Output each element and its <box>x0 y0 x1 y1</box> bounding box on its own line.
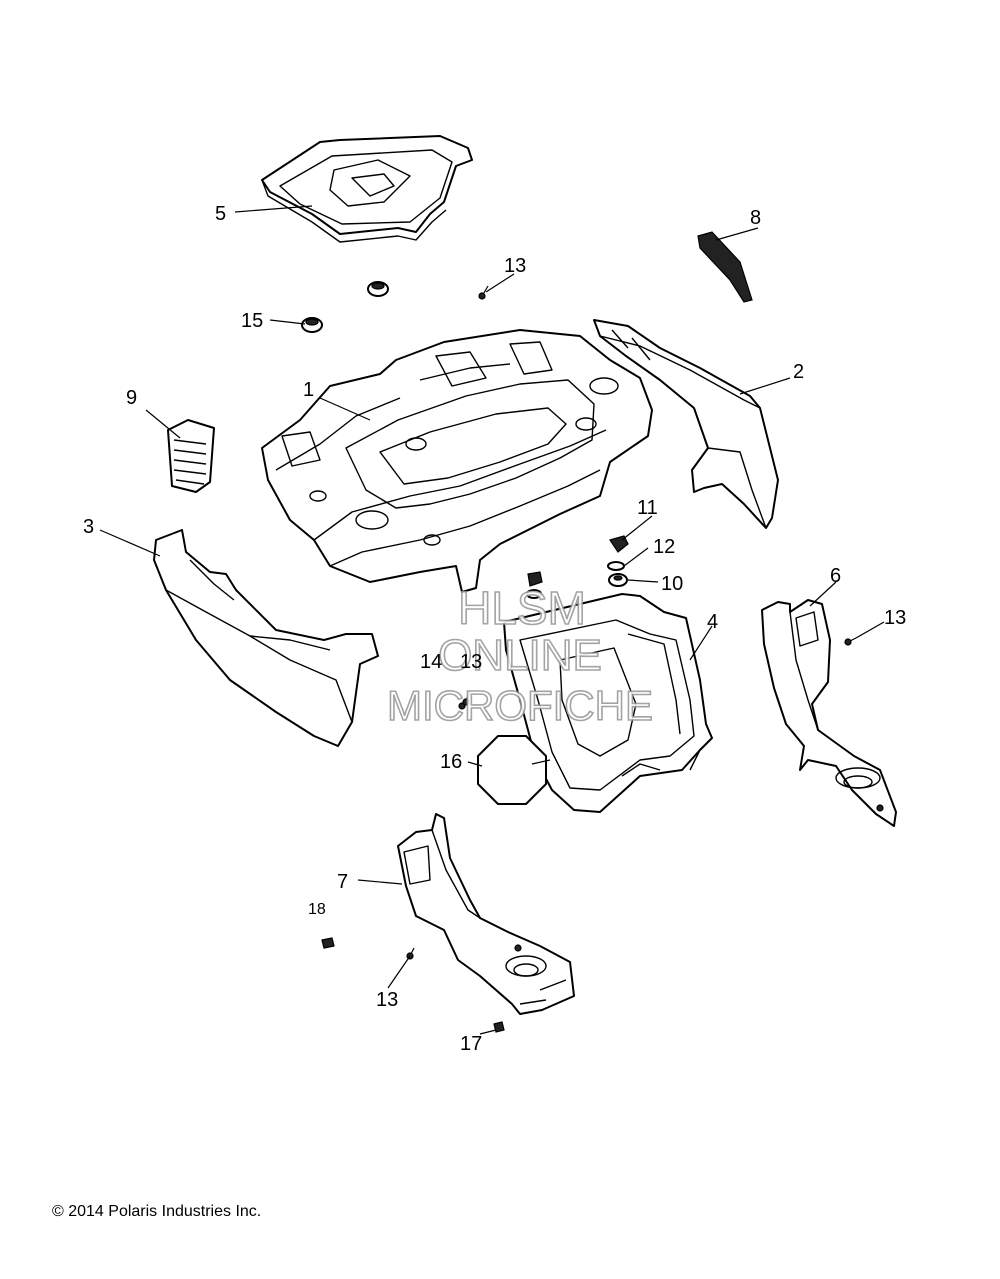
callout-3: 3 <box>83 516 94 538</box>
part-1-storage-box <box>261 329 653 593</box>
callout-8: 8 <box>750 207 761 229</box>
callout-17: 17 <box>460 1033 482 1055</box>
copyright-notice: © 2014 Polaris Industries Inc. <box>52 1203 262 1220</box>
callout-11: 11 <box>637 497 658 519</box>
part-13-screw-bottom <box>406 947 415 960</box>
callout-13-center: 13 <box>460 651 482 673</box>
callout-12: 12 <box>653 536 675 558</box>
part-13-screw-center <box>462 691 471 706</box>
part-7-duct-panel <box>397 813 575 1015</box>
callout-2: 2 <box>793 361 804 383</box>
part-17-clip <box>493 1021 505 1033</box>
callout-labels: 1 2 3 4 5 6 7 8 9 10 11 12 13 13 13 13 1… <box>83 203 906 1055</box>
callout-5: 5 <box>215 203 226 225</box>
callout-14: 14 <box>420 651 442 673</box>
part-13-screw-right <box>844 637 857 646</box>
callout-16: 16 <box>440 751 462 773</box>
callout-18: 18 <box>308 901 326 918</box>
part-15-grommet <box>301 317 323 333</box>
part-5-storage-cover <box>261 135 473 243</box>
part-11-push-rivet <box>609 535 629 553</box>
callout-7: 7 <box>337 871 348 893</box>
watermark: HLSM ONLINE MICROFICHE <box>386 581 654 730</box>
callout-13-right: 13 <box>884 607 906 629</box>
watermark-line-1: HLSM <box>458 582 586 634</box>
watermark-line-3: MICROFICHE <box>387 682 653 729</box>
callout-13-bottom: 13 <box>376 989 398 1011</box>
part-6-duct-panel <box>761 599 897 827</box>
part-10-nut <box>608 573 628 587</box>
part-13-screw-top <box>478 285 489 300</box>
callout-10: 10 <box>661 573 683 595</box>
part-2-side-panel <box>593 319 779 529</box>
watermark-line-2: ONLINE <box>438 631 602 680</box>
part-16-octagon-pad <box>477 735 547 805</box>
callout-6: 6 <box>830 565 841 587</box>
callout-9: 9 <box>126 387 137 409</box>
callout-4: 4 <box>707 611 718 633</box>
leader-lines <box>99 205 885 1035</box>
part-18-clip <box>321 937 335 949</box>
grommet <box>367 281 389 297</box>
callout-1: 1 <box>303 379 314 401</box>
part-3-side-panel <box>153 529 379 747</box>
part-12-washer <box>607 561 625 571</box>
part-9-vent-grille <box>167 419 215 493</box>
callout-13-top: 13 <box>504 255 526 277</box>
part-8-emblem <box>697 231 753 303</box>
fastener-clip <box>526 571 543 599</box>
callout-15: 15 <box>241 310 263 332</box>
